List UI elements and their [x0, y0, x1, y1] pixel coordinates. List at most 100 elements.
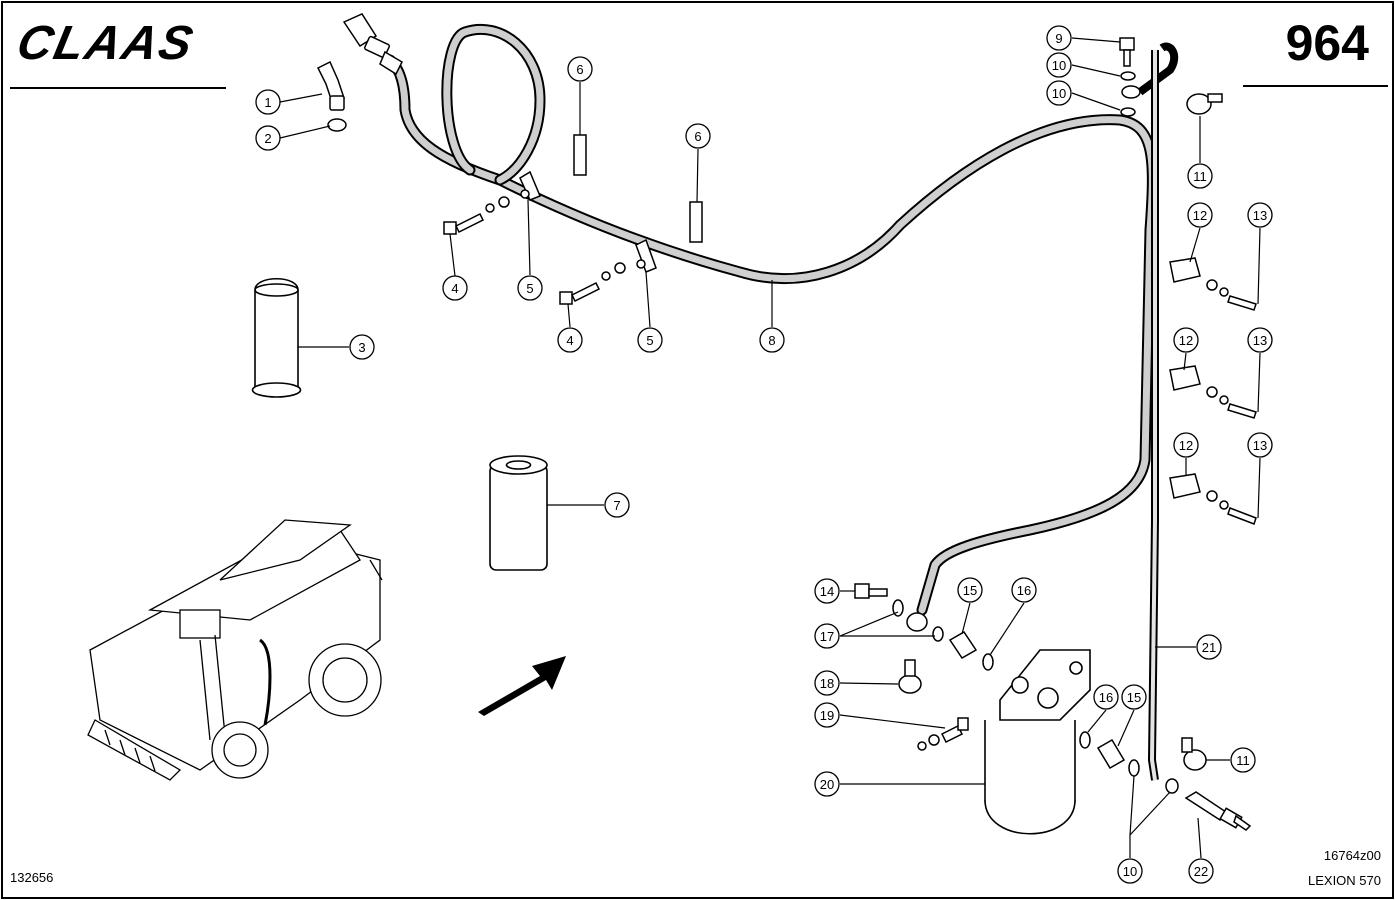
callout-5b [637, 327, 663, 353]
pipe-21 [1137, 42, 1179, 781]
label-17: 17 [820, 629, 834, 644]
label-4a: 4 [451, 281, 458, 296]
callouts [255, 25, 1273, 884]
callout-4b [557, 327, 583, 353]
callout-22 [1188, 858, 1214, 884]
part-19-bolt [917, 717, 969, 751]
label-15a: 15 [963, 583, 977, 598]
callout-15b [1121, 684, 1147, 710]
callout-3 [349, 334, 375, 360]
callout-10b [1046, 80, 1072, 106]
label-12a: 12 [1193, 208, 1207, 223]
part-17-washer-a [892, 599, 904, 617]
label-9: 9 [1055, 31, 1062, 46]
callout-14 [814, 578, 840, 604]
label-13a: 13 [1253, 208, 1267, 223]
label-5b: 5 [646, 333, 653, 348]
label-10b: 10 [1052, 86, 1066, 101]
hose-8 [384, 23, 1158, 616]
part-15-union-a [948, 631, 978, 659]
part-10-washer-c [1128, 759, 1140, 777]
label-16b: 16 [1099, 690, 1113, 705]
callout-12a [1187, 202, 1213, 228]
label-11a: 11 [1193, 169, 1207, 184]
callout-9 [1046, 25, 1072, 51]
combine-harvester-illustration [87, 519, 383, 781]
label-13c: 13 [1253, 438, 1267, 453]
part-3-sleeve [251, 278, 302, 398]
part-9-bolt [1119, 37, 1135, 67]
label-19: 19 [820, 708, 834, 723]
part-5-bracket-a [519, 170, 541, 201]
callout-15a [957, 577, 983, 603]
part-4-bolt-b [559, 262, 626, 305]
direction-arrow [478, 656, 566, 716]
callout-1 [255, 89, 281, 115]
part-2-clamp [327, 118, 347, 132]
leader-lines [279, 37, 1261, 859]
callout-18 [814, 670, 840, 696]
drawing-code: 16764z00 [1323, 848, 1381, 863]
label-6b: 6 [694, 129, 701, 144]
label-10c: 10 [1123, 864, 1137, 879]
label-3: 3 [358, 340, 365, 355]
part-15-union-b [1096, 738, 1126, 770]
label-12c: 12 [1179, 438, 1193, 453]
callout-21 [1196, 634, 1222, 660]
label-13b: 13 [1253, 333, 1267, 348]
callout-6a [567, 56, 593, 82]
callout-5a [517, 275, 543, 301]
callout-10c [1117, 858, 1143, 884]
part-6-tag-b [689, 201, 703, 243]
label-20: 20 [820, 777, 834, 792]
callout-10a [1046, 52, 1072, 78]
callout-13b [1247, 327, 1273, 353]
label-15b: 15 [1127, 690, 1141, 705]
label-14: 14 [820, 584, 834, 599]
part-11-banjo-bottom [1181, 737, 1207, 771]
callout-13a [1247, 202, 1273, 228]
label-2: 2 [264, 131, 271, 146]
part-12-clamp-c [1169, 473, 1257, 525]
hose-fitting-top [342, 13, 403, 76]
callout-16b [1093, 684, 1119, 710]
label-21: 21 [1202, 640, 1216, 655]
image-code: 132656 [10, 870, 54, 885]
banjo-fitting-top [1121, 85, 1141, 99]
label-18: 18 [820, 676, 834, 691]
label-1: 1 [264, 95, 271, 110]
model-name: LEXION 570 [1308, 873, 1381, 888]
page-number: 964 [1285, 15, 1369, 71]
callout-2 [255, 125, 281, 151]
label-11b: 11 [1236, 753, 1250, 768]
callout-7 [604, 492, 630, 518]
callout-6b [685, 123, 711, 149]
callout-19 [814, 702, 840, 728]
part-12-clamp-b [1169, 365, 1257, 419]
callout-labels: 1 2 3 4 5 6 6 4 5 8 7 9 10 10 11 12 13 1… [264, 31, 1267, 879]
part-16-oring-a [982, 653, 994, 671]
callout-11b [1230, 747, 1256, 773]
callout-13c [1247, 432, 1273, 458]
part-10-washer-d [1165, 778, 1179, 794]
label-4b: 4 [566, 333, 573, 348]
label-6a: 6 [576, 62, 583, 77]
label-22: 22 [1194, 864, 1208, 879]
callout-12b [1173, 327, 1199, 353]
part-7-filter [489, 455, 548, 571]
callout-17 [814, 623, 840, 649]
label-5a: 5 [526, 281, 533, 296]
label-16a: 16 [1017, 583, 1031, 598]
part-16-oring-b [1079, 731, 1091, 749]
callout-16a [1011, 577, 1037, 603]
callout-8 [759, 327, 785, 353]
label-8: 8 [768, 333, 775, 348]
label-10a: 10 [1052, 58, 1066, 73]
callout-4a [442, 275, 468, 301]
callout-11a [1187, 163, 1213, 189]
part-11-banjo-top [1186, 93, 1223, 115]
part-10-washer-b [1120, 107, 1136, 117]
label-12b: 12 [1179, 333, 1193, 348]
